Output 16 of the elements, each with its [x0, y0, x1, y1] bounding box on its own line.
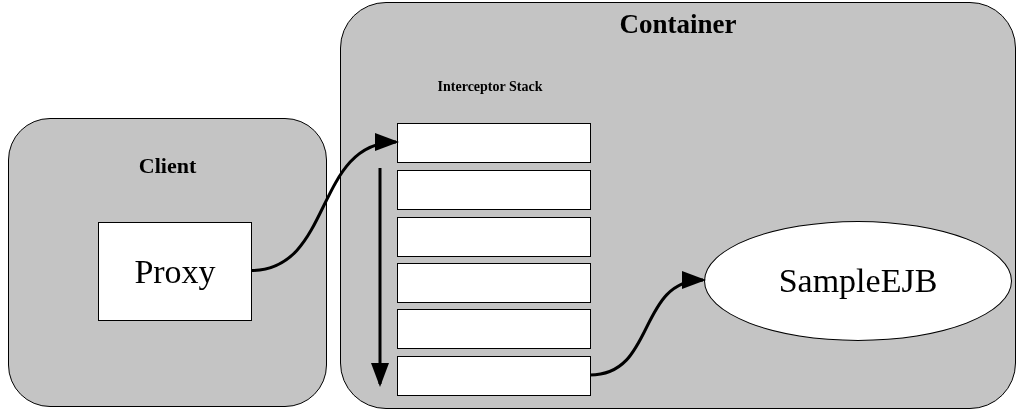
client-title: Client: [138, 155, 197, 177]
curved-arrow: [589, 273, 706, 377]
proxy-box: [98, 222, 252, 321]
stack-slot: [397, 356, 591, 396]
stack-slot: [397, 170, 591, 210]
bean-label: SampleEJB: [778, 264, 938, 298]
container-box: [340, 2, 1016, 409]
curved-arrow: [250, 135, 399, 272]
stack-slot: [397, 309, 591, 349]
client-box: [8, 118, 327, 407]
stack-slot: [397, 263, 591, 303]
stack-slot: [397, 217, 591, 257]
proxy-label: Proxy: [134, 254, 216, 289]
stack-slot: [397, 123, 591, 163]
stack-label: Interceptor Stack: [436, 78, 544, 96]
container-title: Container: [619, 11, 737, 38]
